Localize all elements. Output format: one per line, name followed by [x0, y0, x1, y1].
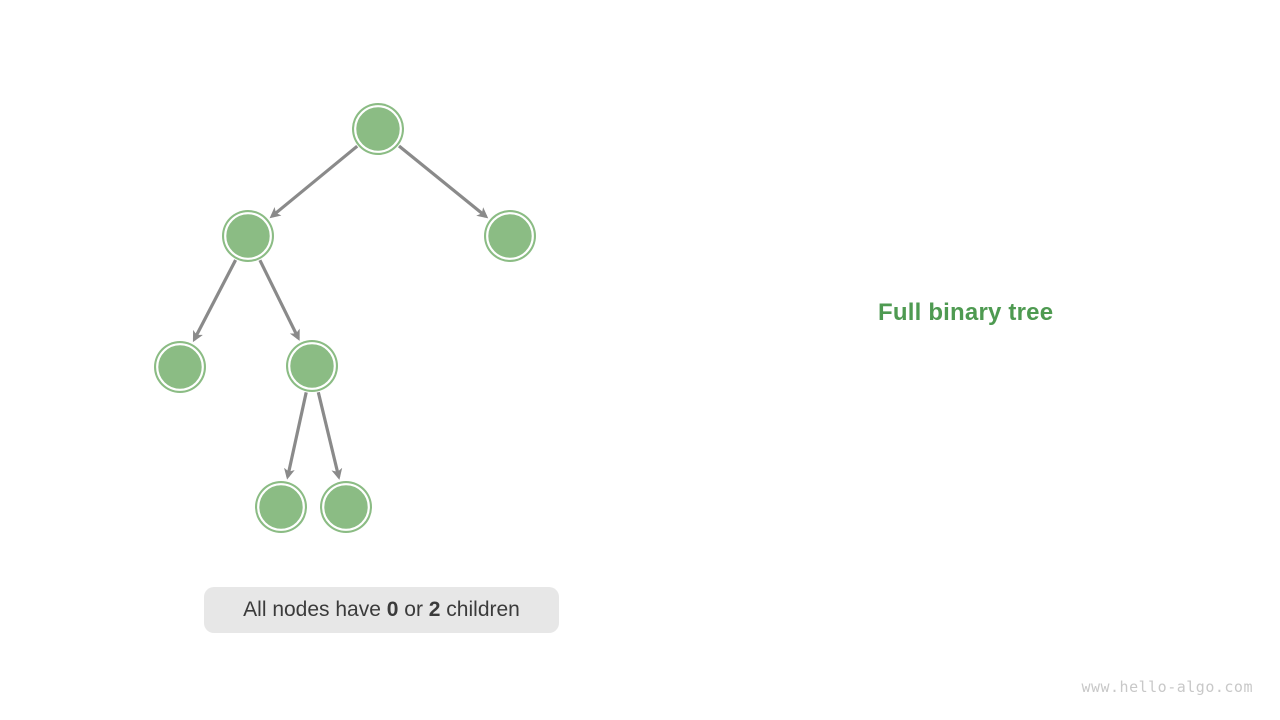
- tree-node-ring: [354, 105, 402, 153]
- tree-nodes: [154, 103, 536, 533]
- tree-node-ring: [156, 343, 204, 391]
- tree-node-ring: [224, 212, 272, 260]
- diagram-title: Full binary tree: [878, 299, 1054, 326]
- tree-edge: [192, 259, 238, 343]
- watermark: www.hello-algo.com: [1081, 678, 1253, 696]
- caption-text: or: [398, 598, 429, 621]
- tree-node: [286, 340, 338, 392]
- tree-edge: [269, 144, 359, 219]
- tree-node-ring: [288, 342, 336, 390]
- caption-bold-zero: 0: [386, 598, 399, 621]
- tree-node-disc: [320, 481, 372, 533]
- tree-node-ring: [486, 212, 534, 260]
- tree-edge: [258, 259, 300, 341]
- tree-node: [255, 481, 307, 533]
- tree-node-disc: [255, 481, 307, 533]
- tree-node-disc: [352, 103, 404, 155]
- caption-text: All nodes have: [243, 598, 387, 621]
- tree-edge: [316, 391, 343, 480]
- tree-node: [222, 210, 274, 262]
- caption-box: All nodes have 0 or 2 children: [204, 587, 559, 633]
- tree-edge: [284, 392, 308, 480]
- tree-node: [320, 481, 372, 533]
- tree-node: [352, 103, 404, 155]
- tree-node-disc: [286, 340, 338, 392]
- tree-node-ring: [257, 483, 305, 531]
- caption-text: children: [440, 598, 520, 621]
- tree-node: [154, 341, 206, 393]
- tree-node-disc: [154, 341, 206, 393]
- tree-node-disc: [484, 210, 536, 262]
- tree-edge: [397, 144, 489, 219]
- tree-node: [484, 210, 536, 262]
- caption-bold-two: 2: [428, 598, 441, 621]
- tree-edges: [192, 144, 489, 480]
- tree-node-disc: [222, 210, 274, 262]
- tree-node-ring: [322, 483, 370, 531]
